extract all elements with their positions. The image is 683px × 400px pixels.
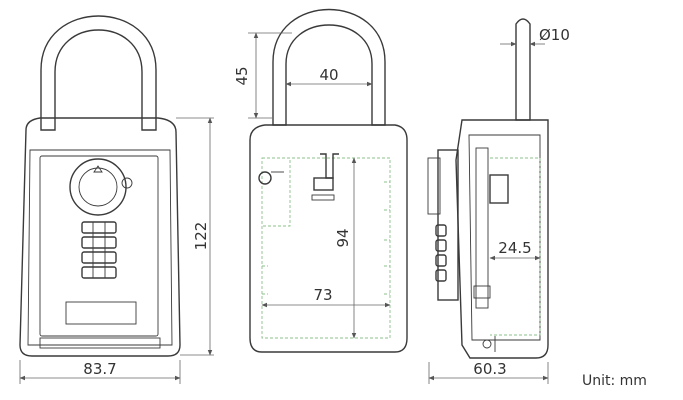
combination-wheels bbox=[81, 221, 117, 279]
dim-front-width: 83.7 bbox=[83, 360, 116, 378]
inner-latch-outline bbox=[262, 157, 291, 227]
dim-shackle-inner-width: 40 bbox=[319, 66, 338, 84]
dim-inner-width: 73 bbox=[313, 286, 332, 304]
dim-side-depth: 60.3 bbox=[473, 360, 506, 378]
back-hole-icon bbox=[258, 171, 272, 185]
dial-icon bbox=[69, 158, 127, 216]
dim-inner-height: 94 bbox=[334, 228, 352, 247]
back-view bbox=[249, 8, 408, 353]
dim-inner-depth: 24.5 bbox=[498, 239, 531, 257]
back-side-ticks bbox=[262, 181, 390, 295]
front-cover-slot bbox=[65, 301, 137, 325]
side-body bbox=[455, 119, 549, 359]
unit-label: Unit: mm bbox=[582, 373, 647, 389]
front-base bbox=[39, 337, 161, 349]
side-latch-block bbox=[489, 174, 509, 204]
side-view bbox=[427, 18, 549, 359]
front-shackle bbox=[40, 15, 157, 131]
front-view bbox=[19, 15, 181, 357]
dial-arrow-icon bbox=[93, 165, 103, 173]
side-inner-compartment bbox=[490, 157, 541, 336]
front-body bbox=[19, 117, 181, 357]
side-bottom-hole-icon bbox=[482, 339, 492, 349]
dim-shackle-clearance: 45 bbox=[233, 66, 251, 85]
side-shell-inner bbox=[468, 134, 541, 341]
back-latch-block bbox=[313, 177, 334, 191]
side-combination-wheels bbox=[435, 224, 447, 282]
back-body bbox=[249, 124, 408, 353]
side-shackle bbox=[515, 18, 531, 121]
dial-knob bbox=[78, 167, 118, 207]
front-inner-panel bbox=[39, 155, 159, 337]
dial-side-button bbox=[121, 177, 133, 189]
side-dial-housing bbox=[427, 157, 441, 215]
front-bezel bbox=[27, 149, 173, 346]
inner-compartment-outline bbox=[261, 157, 391, 339]
dim-shackle-diameter: Ø10 bbox=[539, 26, 570, 44]
dim-front-height: 122 bbox=[192, 222, 210, 251]
